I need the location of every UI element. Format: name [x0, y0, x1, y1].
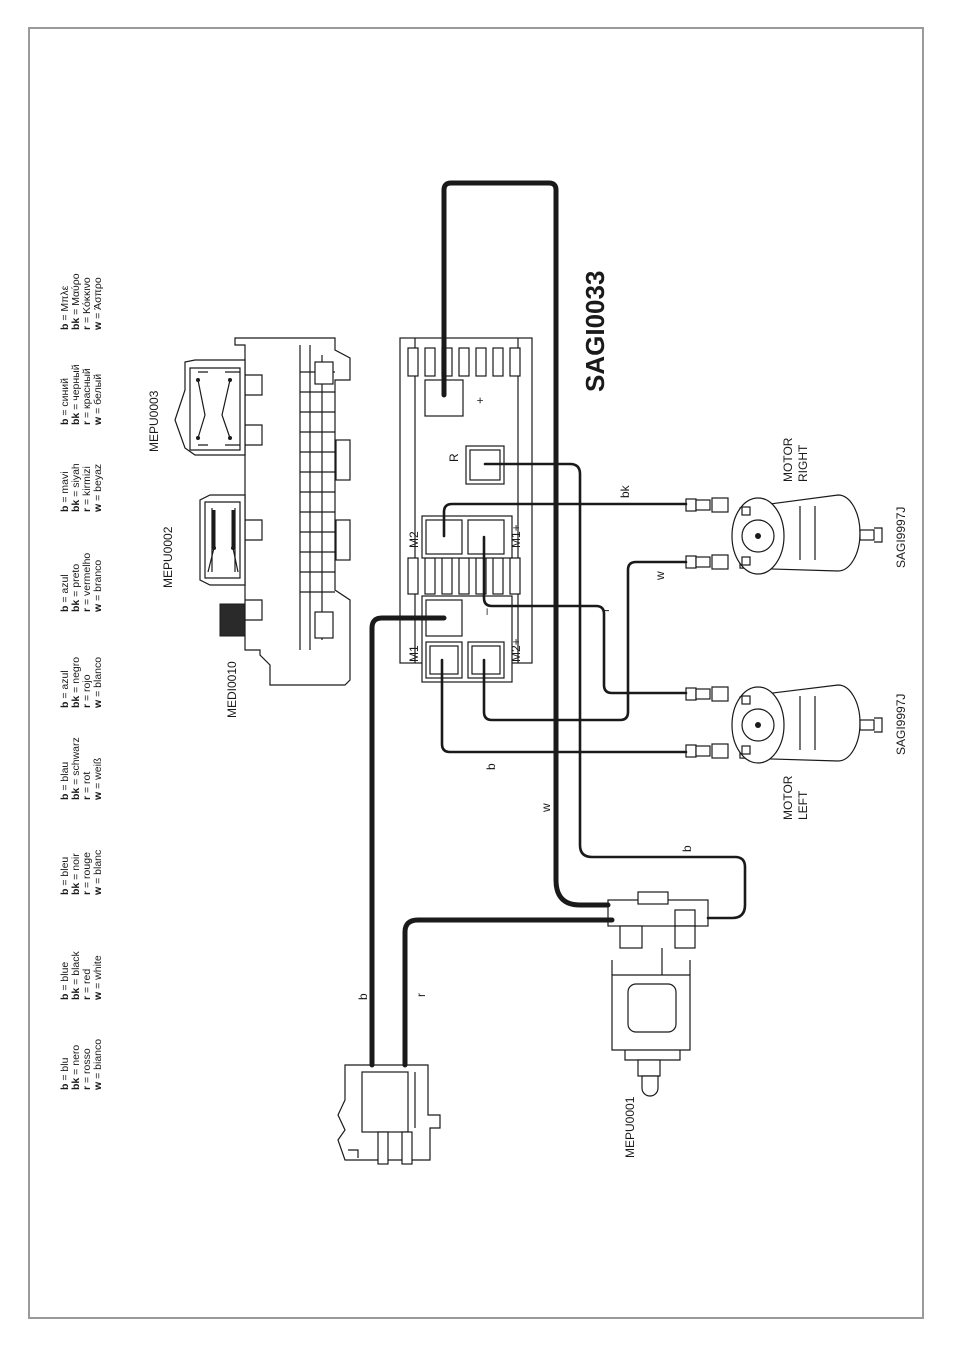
motor-right	[731, 494, 883, 575]
svg-text:w = белый: w = белый	[92, 374, 104, 426]
svg-text:r = vermelho: r = vermelho	[81, 553, 93, 612]
svg-text:b = bleu: b = bleu	[59, 857, 71, 895]
label-r: R	[447, 453, 461, 462]
label-motor-right-2: RIGHT	[796, 444, 810, 482]
label-motor-left-1: MOTOR	[781, 775, 795, 820]
svg-text:r = rojo: r = rojo	[81, 674, 93, 708]
board-slots-top	[407, 347, 521, 377]
legend-column: b = синий bk = черный r = красный w = бе…	[59, 364, 104, 426]
svg-text:b = blue: b = blue	[59, 962, 71, 1000]
svg-text:w = bianco: w = bianco	[92, 1039, 104, 1091]
legend-column: b = mavi bk = siyah r = kirmizi w = beya…	[59, 463, 104, 513]
svg-text:r = kirmizi: r = kirmizi	[81, 466, 93, 512]
svg-text:bk = siyah: bk = siyah	[70, 463, 82, 512]
svg-text:r = Κόκκινο: r = Κόκκινο	[81, 277, 93, 330]
motor-left	[731, 684, 883, 764]
label-motor-right-1: MOTOR	[781, 437, 795, 482]
terminal-m2-plus	[467, 641, 505, 679]
label-motor-left-code: SAGI9997J	[894, 694, 908, 755]
board-slots-middle	[407, 557, 521, 595]
svg-text:w = weiß: w = weiß	[92, 758, 104, 801]
label-motor-right-code: SAGI9997J	[894, 507, 908, 568]
wire-label-b-conn: b	[356, 993, 370, 1000]
label-mepu0003: MEPU0003	[147, 390, 161, 452]
battery-connector	[337, 1064, 441, 1165]
svg-text:w = white: w = white	[92, 955, 104, 1001]
svg-text:bk = noir: bk = noir	[70, 853, 82, 895]
svg-text:r = red: r = red	[81, 969, 93, 1000]
pedal-switch	[607, 891, 709, 1097]
svg-text:w = blanco: w = blanco	[92, 657, 104, 709]
terminal-m1-minus-lower	[425, 641, 463, 679]
board-title: SAGI0033	[580, 271, 610, 392]
rocker-switch-mepu0003	[174, 359, 246, 456]
svg-text:w = beyaz: w = beyaz	[92, 464, 104, 513]
label-motor-left-2: LEFT	[796, 790, 810, 820]
wire-label-w-right: w	[653, 571, 667, 581]
svg-text:bk = negro: bk = negro	[70, 657, 82, 708]
medi-knob	[219, 603, 246, 637]
control-board: + – R M2- M1+ M1- M2+	[399, 337, 533, 683]
legend-column: b = Μπλε bk = Μαύρο r = Κόκκινο w = Άσπρ…	[59, 273, 104, 331]
svg-text:b = azul: b = azul	[59, 670, 71, 708]
wire-label-r-conn: r	[414, 993, 428, 997]
svg-text:b = Μπλε: b = Μπλε	[59, 285, 71, 330]
wire-label-w-long: w	[539, 803, 553, 813]
wire-label-b-right: b	[680, 845, 694, 852]
legend-column: b = azul bk = preto r = vermelho w = bra…	[59, 553, 104, 613]
wires	[369, 180, 747, 1068]
svg-text:bk = Μαύρο: bk = Μαύρο	[70, 273, 82, 330]
label-mepu0002: MEPU0002	[161, 526, 175, 588]
svg-text:b = blu: b = blu	[59, 1057, 71, 1090]
legend-column: b = blue bk = black r = red w = white	[59, 951, 104, 1001]
legend-column: b = azul bk = negro r = rojo w = blanco	[59, 657, 104, 709]
switch-housing	[174, 337, 351, 686]
svg-text:r = красный: r = красный	[81, 368, 93, 425]
label-minus: –	[479, 608, 493, 615]
label-plus: +	[473, 397, 487, 404]
svg-text:b = azul: b = azul	[59, 574, 71, 612]
label-m1-plus: M1+	[509, 524, 523, 548]
legend-column: b = blau bk = schwarz r = rot w = weiß	[59, 737, 104, 801]
svg-text:r = rot: r = rot	[81, 772, 93, 800]
svg-text:w = branco: w = branco	[92, 560, 104, 613]
svg-text:bk = schwarz: bk = schwarz	[70, 737, 82, 800]
svg-text:b = blau: b = blau	[59, 762, 71, 800]
legend-column: b = bleu bk = noir r = rouge w = blanc	[59, 850, 104, 896]
label-m2-minus: M2-	[407, 527, 421, 548]
svg-text:bk = black: bk = black	[70, 951, 82, 1000]
svg-text:b = синий: b = синий	[59, 378, 71, 425]
svg-text:bk = preto: bk = preto	[70, 564, 82, 612]
color-legend: b = blu bk = nero r = rosso w = bianco b…	[59, 273, 104, 1091]
label-m1-minus: M1-	[407, 641, 421, 662]
page-frame	[28, 27, 924, 1319]
label-mepu0001: MEPU0001	[623, 1096, 637, 1158]
spade-connectors	[685, 497, 729, 759]
wire-label-r-mid: r	[598, 608, 612, 612]
rocker-switch-mepu0002	[199, 494, 246, 586]
legend-column: b = blu bk = nero r = rosso w = bianco	[59, 1039, 104, 1091]
svg-text:r = rosso: r = rosso	[81, 1048, 93, 1090]
label-m2-plus: M2+	[509, 638, 523, 662]
terminal-m1-plus	[467, 519, 505, 555]
label-medi0010: MEDI0010	[225, 661, 239, 718]
wire-label-b-left: b	[484, 763, 498, 770]
svg-text:b = mavi: b = mavi	[59, 471, 71, 512]
svg-text:w = Άσπρο: w = Άσπρο	[92, 277, 104, 331]
svg-text:bk = nero: bk = nero	[70, 1045, 82, 1090]
wire-label-bk: bk	[618, 484, 632, 498]
svg-text:bk = черный: bk = черный	[70, 364, 82, 425]
svg-text:w = blanc: w = blanc	[92, 850, 104, 896]
svg-text:r = rouge: r = rouge	[81, 852, 93, 895]
